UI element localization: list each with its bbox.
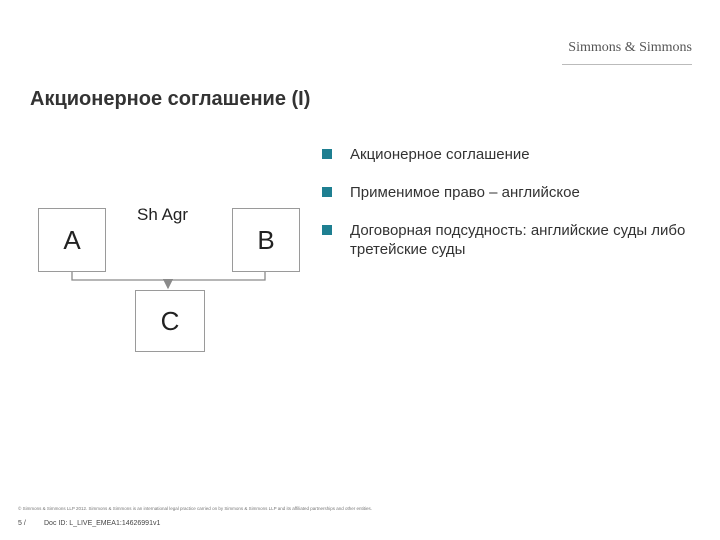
footer-legal: © Simmons & Simmons LLP 2012. Simmons & … (18, 506, 372, 511)
logo-rule (562, 64, 692, 65)
company-c-box: C (135, 290, 205, 352)
bullet-text: Применимое право – английское (350, 184, 580, 201)
party-b-box: B (232, 208, 300, 272)
slide-title: Акционерное соглашение (I) (30, 88, 311, 110)
party-a-box: A (38, 208, 106, 272)
bullet-square-icon (322, 225, 332, 235)
bullet-item: Применимое право – английское (322, 183, 580, 202)
bullet-text: Акционерное соглашение (350, 146, 530, 163)
connector-a-to-c (71, 270, 174, 290)
bullet-item: Договорная подсудность: английские суды … (322, 221, 692, 259)
logo: Simmons & Simmons (568, 40, 692, 55)
bullet-text: Договорная подсудность: английские суды … (350, 222, 686, 258)
footer-page-number: 5 / (18, 520, 26, 527)
footer-doc-id: Doc ID: L_LIVE_EMEA1:14626991v1 (44, 520, 161, 527)
bullet-square-icon (322, 149, 332, 159)
connector-b-to-c (168, 270, 266, 281)
agreement-label: Sh Agr (137, 205, 189, 224)
bullet-item: Акционерное соглашение (322, 145, 530, 164)
bullet-square-icon (322, 187, 332, 197)
